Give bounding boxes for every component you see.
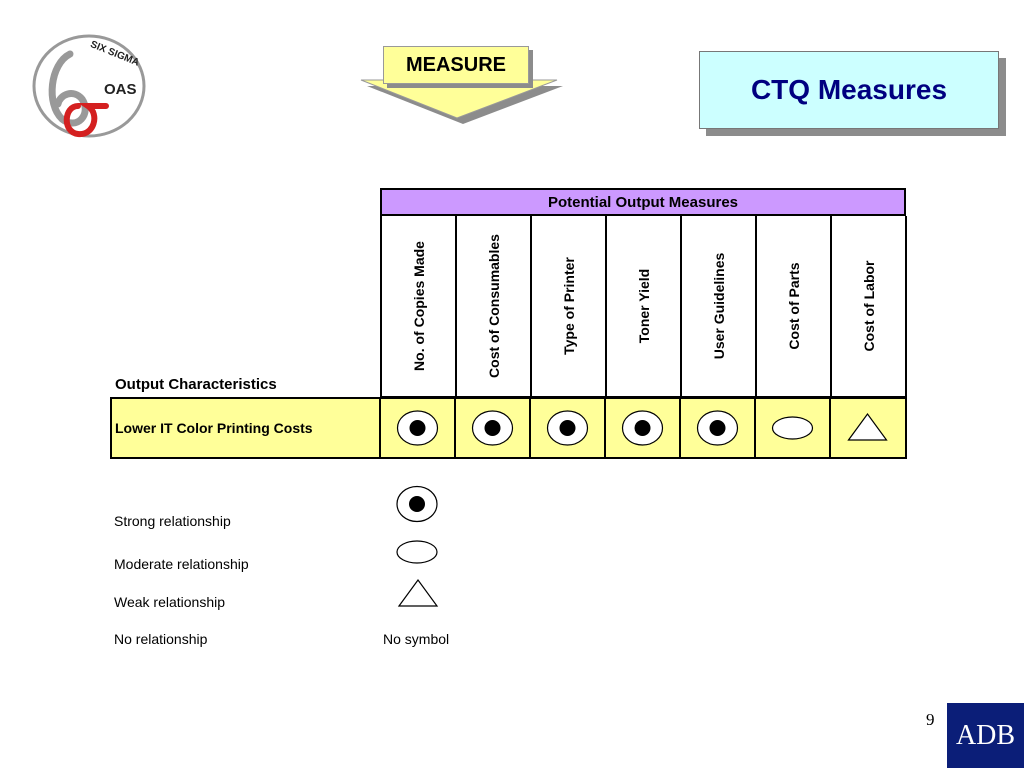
- strong-relationship-symbol: [471, 410, 514, 446]
- measure-label: MEASURE: [383, 46, 529, 84]
- strong-relationship-symbol: [696, 410, 739, 446]
- adb-logo: ADB: [947, 703, 1024, 768]
- six-sigma-oas-logo: OAS SIX SIGMA: [32, 34, 147, 139]
- page-number: 9: [926, 710, 935, 729]
- cell-divider: [454, 397, 456, 459]
- page-title: CTQ Measures: [750, 74, 948, 105]
- svg-text:OAS: OAS: [104, 81, 137, 98]
- cell-divider: [829, 397, 831, 459]
- moderate-relationship-symbol: [771, 416, 814, 440]
- no-symbol-text: No symbol: [383, 631, 450, 647]
- title-box: CTQ Measures: [699, 51, 999, 129]
- row-label: Lower IT Color Printing Costs: [115, 420, 313, 436]
- legend-label-none: No relationship: [114, 631, 208, 647]
- strong-relationship-symbol: [396, 410, 439, 446]
- weak-relationship-icon: [397, 578, 439, 607]
- cell-divider: [679, 397, 681, 459]
- strong-relationship-symbol: [546, 410, 589, 446]
- legend-label-moderate: Moderate relationship: [114, 556, 249, 572]
- cell-divider: [379, 397, 381, 459]
- strong-relationship-symbol: [621, 410, 664, 446]
- moderate-relationship-icon: [396, 540, 438, 564]
- matrix-header: Potential Output Measures: [380, 188, 906, 216]
- weak-relationship-symbol: [847, 412, 888, 441]
- legend-label-weak: Weak relationship: [114, 594, 226, 610]
- row-header-label: Output Characteristics: [115, 376, 277, 393]
- legend-label-strong: Strong relationship: [114, 513, 231, 529]
- strong-relationship-icon: [396, 485, 438, 523]
- cell-divider: [604, 397, 606, 459]
- cell-divider: [754, 397, 756, 459]
- cell-divider: [529, 397, 531, 459]
